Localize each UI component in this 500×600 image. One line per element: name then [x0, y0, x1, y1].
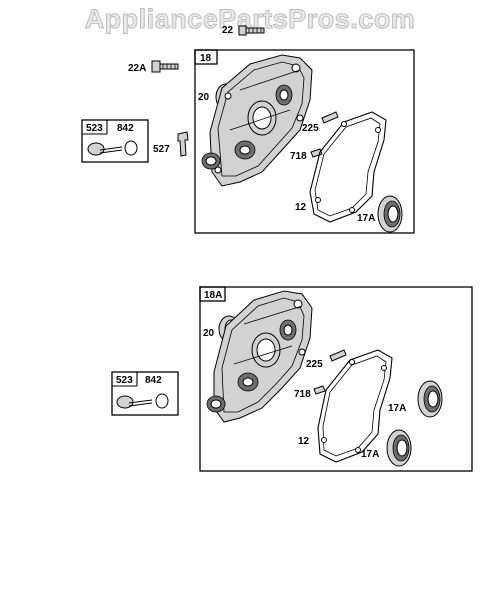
top-assembly: 22 22A 523 842	[81, 25, 415, 234]
box-18	[194, 49, 415, 234]
label-22a: 22A	[128, 63, 146, 74]
kit-box	[111, 371, 179, 416]
label-842: 842	[145, 375, 162, 386]
label-17a-lower: 17A	[361, 449, 379, 460]
box-label-18a: 18A	[204, 290, 222, 301]
crankcase-cover-18a[interactable]	[213, 290, 313, 423]
kit-box	[81, 119, 149, 163]
pin-718[interactable]	[313, 385, 326, 395]
oil-fill-kit-bottom[interactable]: 523 842	[111, 371, 179, 416]
oil-fill-boss-bottom	[206, 395, 226, 413]
dowel-225[interactable]	[329, 349, 347, 362]
label-718: 718	[294, 389, 311, 400]
gasket-12[interactable]	[309, 111, 387, 223]
bolt-22a[interactable]: 22A	[128, 60, 179, 74]
box-label-18: 18	[200, 53, 212, 64]
label-225: 225	[306, 359, 323, 370]
label-718: 718	[290, 151, 307, 162]
label-842: 842	[117, 123, 134, 134]
bottom-assembly: 523 842 18A 20	[111, 286, 473, 472]
gasket-12[interactable]	[317, 349, 393, 463]
bolt-22[interactable]: 22	[222, 25, 265, 36]
bearing-17a-upper[interactable]	[417, 380, 443, 418]
label-22: 22	[222, 25, 234, 36]
label-17a-upper: 17A	[388, 403, 406, 414]
label-12: 12	[295, 202, 307, 213]
box-18a	[199, 286, 473, 472]
oil-fill-kit-top[interactable]: 523 842	[81, 119, 149, 163]
o-ring-842	[155, 393, 169, 409]
label-523: 523	[86, 123, 103, 134]
label-20: 20	[198, 92, 210, 103]
bearing-17a-lower[interactable]	[386, 429, 412, 467]
pin-718[interactable]	[310, 148, 323, 158]
label-12: 12	[298, 436, 310, 447]
label-523: 523	[116, 375, 133, 386]
label-527: 527	[153, 144, 170, 155]
dowel-225[interactable]	[321, 111, 339, 124]
o-ring-842	[124, 140, 138, 156]
oil-fill-boss-top	[201, 152, 221, 170]
crankcase-cover-18[interactable]	[209, 54, 313, 187]
label-20: 20	[203, 328, 215, 339]
part-527[interactable]: 527	[153, 131, 189, 157]
bearing-17a[interactable]	[377, 195, 403, 233]
label-225: 225	[302, 123, 319, 134]
label-17a: 17A	[357, 213, 375, 224]
